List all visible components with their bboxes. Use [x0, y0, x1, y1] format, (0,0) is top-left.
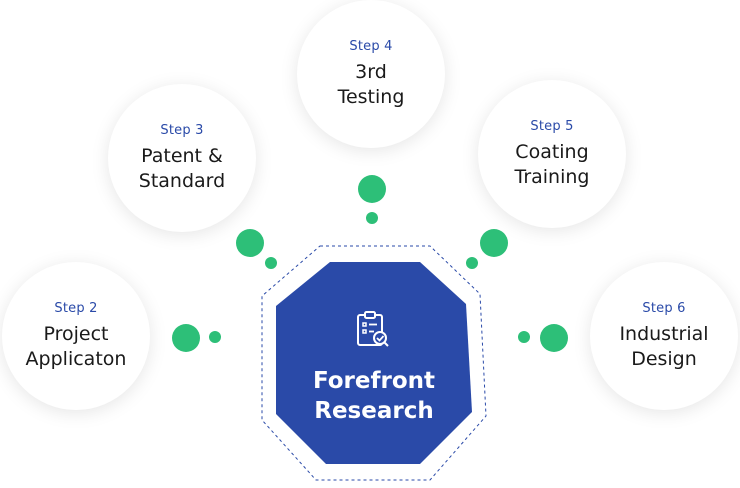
step-title: Coating Training — [514, 140, 590, 188]
step-title: 3rd Testing — [337, 60, 405, 108]
step-label: Step 3 — [160, 122, 204, 138]
step-title: Patent & Standard — [138, 144, 226, 192]
connector-dot-small — [518, 331, 530, 343]
clipboard-check-icon — [357, 311, 389, 347]
step-2-circle: Step 2 Project Applicaton — [2, 262, 150, 410]
connector-dot-small — [265, 257, 277, 269]
center-octagon-dashed-outline — [261, 245, 487, 481]
step-label: Step 6 — [642, 300, 686, 316]
connector-dot-small — [466, 257, 478, 269]
connector-dot-large — [540, 324, 568, 352]
step-title: Industrial Design — [619, 322, 709, 370]
step-label: Step 2 — [54, 300, 98, 316]
connector-dot-large — [358, 175, 386, 203]
step-4-circle: Step 4 3rd Testing — [297, 0, 445, 148]
center-title: Forefront Research — [312, 368, 436, 424]
step-3-circle: Step 3 Patent & Standard — [108, 84, 256, 232]
step-5-circle: Step 5 Coating Training — [478, 80, 626, 228]
step-title: Project Applicaton — [25, 322, 127, 370]
connector-dot-small — [366, 212, 378, 224]
step-label: Step 4 — [349, 38, 393, 54]
connector-dot-large — [172, 324, 200, 352]
connector-dot-large — [480, 229, 508, 257]
connector-dot-small — [209, 331, 221, 343]
center-octagon — [276, 262, 472, 464]
connector-dot-large — [236, 229, 264, 257]
step-6-circle: Step 6 Industrial Design — [590, 262, 738, 410]
step-label: Step 5 — [530, 118, 574, 134]
